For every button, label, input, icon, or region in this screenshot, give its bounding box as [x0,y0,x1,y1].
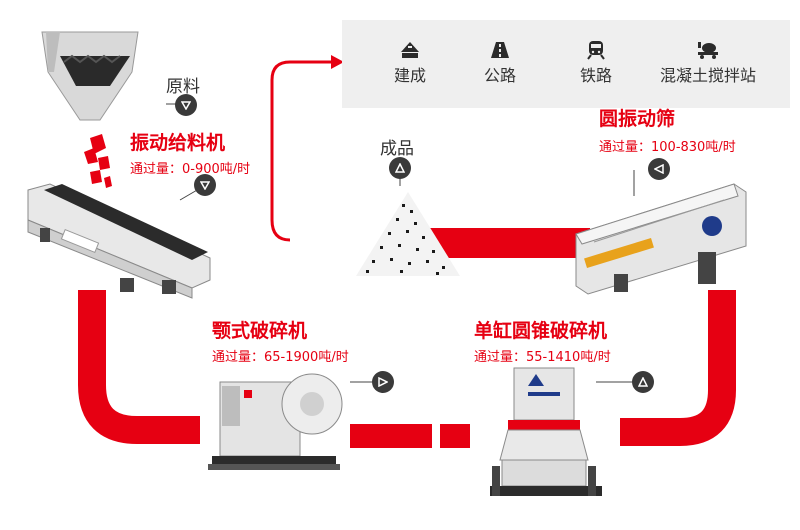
destination-railway: 铁路 [536,40,656,86]
product-label: 成品 [380,139,414,159]
circular-screen-machine [575,183,747,295]
vibrating-feeder-title: 振动给料机 [130,132,226,154]
jaw-crusher-title: 颚式破碎机 [212,320,308,342]
vibrating-feeder-machine [27,183,211,299]
destination-concrete-plant: 混凝土搅拌站 [648,40,768,86]
cone-crusher-throughput: 通过量：55-1410吨/时 [474,350,611,365]
cone-crusher-title: 单缸圆锥破碎机 [474,320,608,342]
destination-panel: 建成 公路 铁路 混凝土搅拌站 [342,20,790,108]
circular-screen-title: 圆振动筛 [599,108,676,130]
mixer-truck-icon [698,42,718,59]
screen-to-product-band [430,228,590,258]
raw-material-badge-icon[interactable] [175,94,197,116]
road-icon [491,42,509,58]
arrow-head-icon [331,55,344,69]
feeder-to-jaw-curve [78,290,200,444]
raw-material-hopper [41,31,139,121]
destination-label: 混凝土搅拌站 [659,66,756,85]
building-icon [401,42,419,58]
vibrating-feeder-throughput: 通过量：0-900吨/时 [130,162,251,177]
product-to-destination-arrow [270,60,333,242]
product-pile [356,192,460,276]
raw-material-label: 原料 [166,77,200,97]
jaw-crusher-badge-icon[interactable] [372,371,394,393]
product-badge-icon[interactable] [389,157,411,179]
circular-screen-badge-icon[interactable] [648,158,670,180]
vibrating-feeder-badge-icon[interactable] [194,174,216,196]
cone-crusher-badge-icon[interactable] [632,371,654,393]
destination-label: 公路 [483,66,516,85]
jaw-crusher-machine [208,373,343,470]
cone-to-screen-curve [620,290,736,446]
train-icon [587,41,605,60]
jaw-to-cone-band-b [440,424,470,448]
circular-screen-throughput: 通过量：100-830吨/时 [599,140,736,155]
falling-stones-icon [84,134,112,188]
destination-label: 铁路 [579,66,612,85]
destination-building: 建成 [350,40,470,86]
jaw-to-cone-band-a [350,424,432,448]
destination-road: 公路 [440,40,560,86]
cone-crusher-machine [490,367,602,496]
destination-label: 建成 [393,66,426,85]
jaw-crusher-throughput: 通过量：65-1900吨/时 [212,350,349,365]
